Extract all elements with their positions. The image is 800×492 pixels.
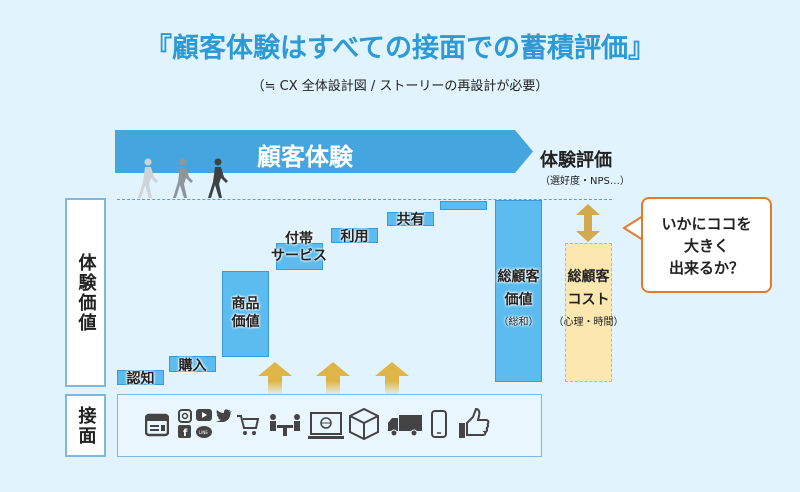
step-bar-use [331,228,378,243]
experience-value-axis: 体験価値 [65,198,106,387]
cart-icon [237,415,260,435]
subtitle: （≒ CX 全体設計図 / ストーリーの再設計が必要） [251,79,549,94]
web-page-icon [145,413,169,437]
callout-line1: いかにココを [661,215,752,233]
step-label-awareness: 認知 [126,371,155,387]
package-icon [349,407,379,441]
step-bar-share [387,212,434,226]
touchpoint-axis: 接面 [65,394,106,457]
total-value-line3: （総和） [498,317,539,328]
banner-label: 顧客体験 [257,143,353,171]
step-label-use: 利用 [340,229,369,245]
total-cost-line2: コスト [567,292,610,308]
step-label-product-value: 商品 価値 [231,296,260,330]
double-arrow-icon [576,204,600,242]
total-value-line2: 価値 [504,292,533,308]
step-bar-top [440,201,487,210]
smartphone-icon [431,410,447,438]
twitter-icon [216,409,232,422]
step-label-share: 共有 [396,212,425,228]
thumbs-up-icon [459,408,490,438]
svg-text:LINE: LINE [199,430,208,435]
dashed-divider [117,199,612,200]
up-arrow-icon [375,362,409,394]
up-arrow-icon [258,362,292,394]
svg-text:f: f [183,428,188,438]
total-value-line1: 総顧客 [497,269,540,285]
step-label-service: 付帯 サービス [271,231,327,264]
up-arrow-icon [316,362,350,394]
instagram-icon [178,409,192,423]
step-bar-awareness [117,370,164,385]
evaluation-subtitle: （選好度・NPS…） [540,176,630,187]
callout-line3: 出来るか？ [668,259,744,277]
meeting-icon [270,414,300,436]
step-bar-product-value [222,271,269,357]
total-cost-box [565,243,612,382]
youtube-icon [196,409,212,421]
walking-people-icon [138,158,228,198]
total-cost-line1: 総顧客 [567,269,610,285]
facebook-icon: f [178,425,191,438]
truck-icon [388,415,422,437]
step-bar-service [276,243,323,270]
total-cost-line3: （心理・時間） [553,317,624,328]
line-icon: LINE [196,426,212,438]
evaluation-title: 体験評価 [540,150,612,171]
step-bar-purchase [169,356,216,372]
laptop-globe-icon [308,412,344,439]
page-title: 『顧客体験はすべての接面での蓄積評価』 [144,33,656,64]
total-value-bar [495,200,542,382]
touchpoint-icons-panel: f LINE [117,394,542,457]
callout-box: いかにココを 大きく 出来るか？ [641,197,772,293]
callout-line2: 大きく [683,237,729,255]
step-label-purchase: 購入 [178,358,207,374]
